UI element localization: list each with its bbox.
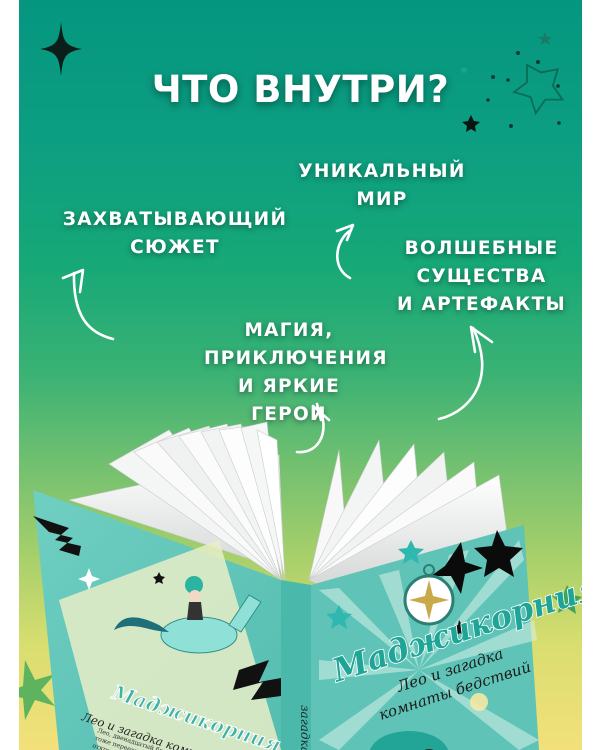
feature-creatures-line: ВОЛШЕБНЫЕ [404,238,559,259]
page-title: ЧТО ВНУТРИ? [151,68,450,111]
curved-arrow-icon [61,268,115,341]
promo-panel: ЧТО ВНУТРИ? ЗАХВАТЫВАЮЩИЙ СЮЖЕТ УНИКАЛЬН… [19,0,582,750]
curved-arrow-icon [335,223,355,280]
feature-creatures: ВОЛШЕБНЫЕ СУЩЕСТВА И АРТЕФАКТЫ [389,235,574,319]
feature-plot-line: СЮЖЕТ [130,237,220,258]
compass-icon [403,564,455,626]
feature-plot-line: ЗАХВАТЫВАЮЩИЙ [62,209,288,230]
feature-plot: ЗАХВАТЫВАЮЩИЙ СЮЖЕТ [55,206,295,262]
spine-text: загадка бедствий [298,705,312,750]
curved-arrow-icon [295,402,331,454]
feature-creatures-line: И АРТЕФАКТЫ [397,294,566,315]
feature-magic-line: ПРИКЛЮЧЕНИЯ [204,348,388,369]
feature-magic-line: И ЯРКИЕ ГЕРОИ [237,376,341,425]
feature-world-line: УНИКАЛЬНЫЙ [298,161,466,182]
feature-world: УНИКАЛЬНЫЙ МИР [282,158,482,214]
feature-magic-line: МАГИЯ, [244,320,334,341]
unicorn-illustration [114,576,262,654]
feature-magic: МАГИЯ, ПРИКЛЮЧЕНИЯ И ЯРКИЕ ГЕРОИ [204,317,388,429]
sparkle-icon [40,22,82,76]
star-cluster-icon [461,32,565,132]
character-illustration [369,731,449,750]
feature-world-line: МИР [356,189,408,210]
book-illustration: Маджикорния Лео и загадка комнаты бедств… [19,420,582,750]
feature-creatures-line: СУЩЕСТВА [416,266,547,287]
curved-arrow-icon [437,325,494,421]
book-image: Маджикорния Лео и загадка комнаты бедств… [19,421,582,750]
